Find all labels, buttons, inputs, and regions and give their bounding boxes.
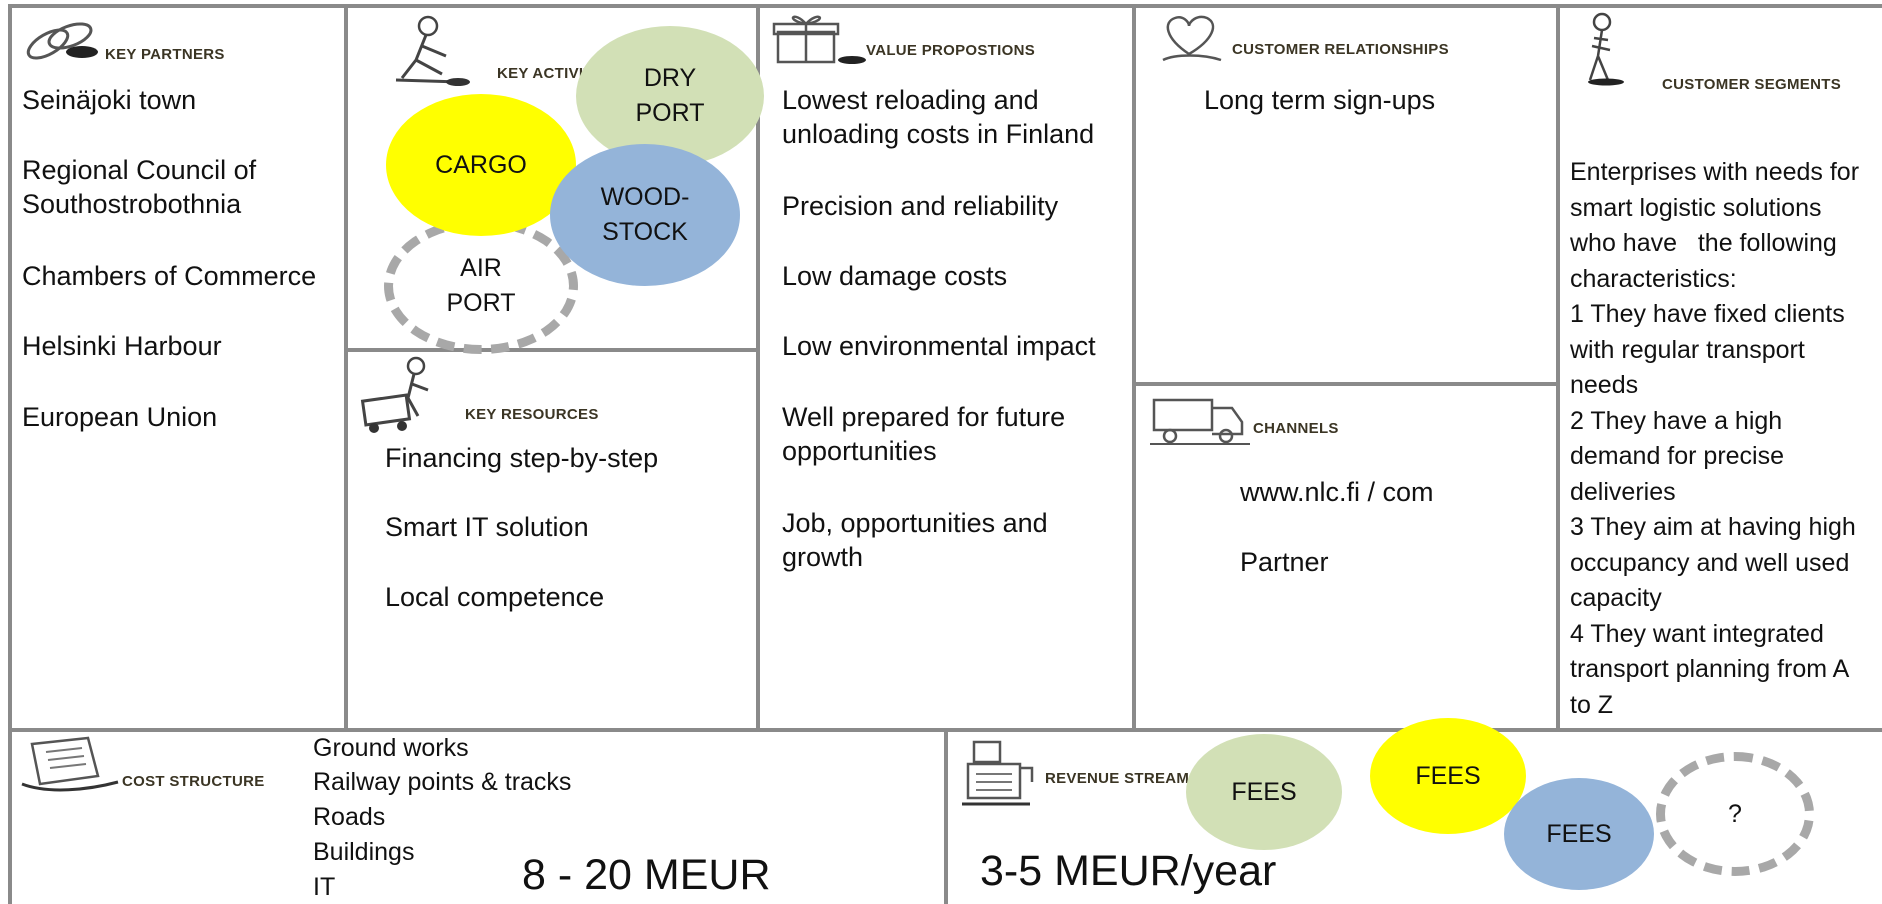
key-partner-item: European Union (22, 402, 218, 432)
fees-green-bubble: FEES (1186, 734, 1342, 850)
customer-segments-text: Enterprises with needs for smart logisti… (1570, 155, 1859, 723)
key-resource-item: Smart IT solution (385, 512, 589, 542)
key-partner-item: Regional Council of Southostrobothnia (22, 155, 257, 219)
channels-block (1132, 382, 1560, 732)
segment-line: demand for precise (1570, 442, 1785, 470)
value-proposition-item: Lowest reloading and unloading costs in … (782, 85, 1095, 149)
value-propositions-block (756, 4, 1136, 732)
revenue-streams-header: REVENUE STREAMS (1045, 770, 1200, 787)
woodstock-bubble: WOOD- STOCK (550, 144, 740, 286)
segment-line: 2 They have a high (1570, 406, 1783, 435)
value-proposition-item: Well prepared for future opportunities (782, 402, 1066, 466)
segment-line: characteristics: (1570, 264, 1737, 293)
value-proposition-item: Precision and reliability (782, 191, 1059, 221)
cost-total: 8 - 20 MEUR (522, 851, 771, 899)
channel-item: www.nlc.fi / com (1240, 477, 1434, 507)
segment-line: 3 They aim at having high (1570, 513, 1856, 541)
segment-line: Enterprises with needs for (1570, 158, 1860, 186)
segment-line: transport planning from A (1570, 655, 1850, 683)
segment-line: with regular transport (1570, 335, 1805, 364)
key-resource-item: Local competence (385, 582, 605, 612)
cost-structure-block (8, 728, 956, 904)
customer-relationship-item: Long term sign-ups (1204, 85, 1436, 115)
receipt-icon (21, 736, 119, 792)
worker-kneeling-icon (395, 15, 470, 86)
customer-segments-header: CUSTOMER SEGMENTS (1662, 76, 1842, 93)
segment-line: 1 They have fixed clients (1570, 300, 1845, 328)
customer-relationships-block (1132, 4, 1560, 386)
truck-icon (1150, 398, 1250, 445)
value-proposition-item: Low environmental impact (782, 331, 1096, 361)
value-proposition-item: Low damage costs (782, 261, 1008, 291)
key-partner-item: Helsinki Harbour (22, 331, 222, 361)
channels-header: CHANNELS (1253, 420, 1339, 437)
cash-register-icon (962, 740, 1034, 806)
cost-item: Ground works (313, 734, 469, 762)
heart-icon (1162, 15, 1222, 62)
segment-line: 4 They want integrated (1570, 619, 1824, 648)
person-standing-icon (1588, 12, 1624, 86)
gift-box-icon (772, 15, 866, 64)
key-partners-header: KEY PARTNERS (105, 46, 225, 63)
customer-relationships-header: CUSTOMER RELATIONSHIPS (1232, 41, 1449, 58)
segment-line: capacity (1570, 584, 1662, 612)
key-resources-header: KEY RESOURCES (465, 406, 599, 423)
cost-structure-header: COST STRUCTURE (122, 773, 265, 790)
cost-item: Buildings (313, 838, 415, 866)
segment-line: needs (1570, 371, 1639, 399)
key-partner-item: Chambers of Commerce (22, 261, 317, 291)
dry-port-bubble: DRY PORT (576, 26, 764, 166)
value-propositions-header: VALUE PROPOSTIONS (866, 42, 1036, 59)
fees-yellow-bubble: FEES (1370, 718, 1526, 834)
cargo-bubble: CARGO (386, 94, 576, 236)
cost-item: Railway points & tracks (313, 768, 572, 796)
segment-line: to Z (1570, 690, 1614, 719)
segment-line: occupancy and well used (1570, 548, 1850, 577)
chain-links-icon (26, 22, 98, 60)
worker-with-cart-icon (360, 356, 429, 433)
segment-line: who have the following (1570, 229, 1837, 257)
cost-item: Roads (313, 803, 386, 831)
value-proposition-item: Job, opportunities and growth (782, 508, 1048, 572)
fees-blue-bubble: FEES (1504, 778, 1654, 890)
revenue-total: 3-5 MEUR/year (980, 847, 1277, 895)
key-resource-item: Financing step-by-step (385, 443, 659, 473)
key-partner-item: Seinäjoki town (22, 85, 197, 115)
key-partners-block (8, 4, 348, 732)
unknown-revenue-bubble: ? (1656, 752, 1814, 876)
air-port-bubble: AIR PORT (384, 218, 578, 354)
segment-line: deliveries (1570, 477, 1676, 506)
cost-item: IT (313, 873, 336, 901)
channel-item: Partner (1240, 547, 1329, 577)
segment-line: smart logistic solutions (1570, 193, 1822, 222)
